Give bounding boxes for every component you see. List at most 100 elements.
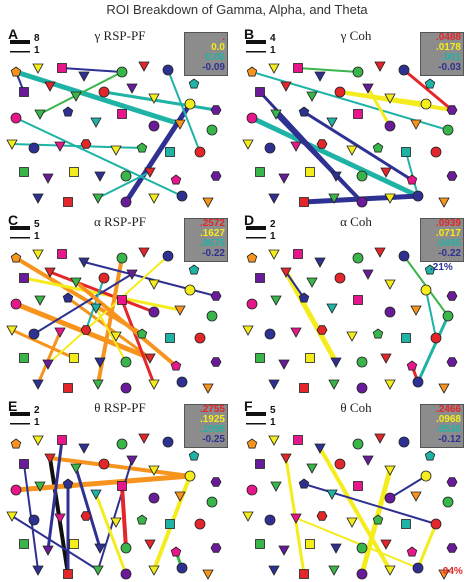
connection-edge	[36, 331, 62, 385]
node-hexagon	[446, 543, 458, 553]
connection-edge	[39, 71, 123, 115]
connection-edge	[366, 87, 392, 127]
panel-letter: A	[8, 26, 19, 42]
node-circle	[120, 170, 132, 182]
node-circle	[398, 64, 410, 76]
node-triangle	[362, 455, 374, 466]
node-square	[299, 197, 309, 207]
connection-edge	[94, 493, 128, 575]
node-square	[255, 539, 265, 549]
node-triangle	[278, 359, 290, 370]
percent-annotation: .04%	[440, 566, 463, 577]
node-circle	[246, 298, 258, 310]
node-triangle	[290, 327, 302, 338]
scale-bar-thick	[246, 40, 266, 44]
node-triangle	[144, 539, 156, 550]
node-pentagon	[246, 66, 258, 77]
legend-value: 0.0	[211, 42, 225, 53]
node-circle	[28, 514, 40, 526]
node-square	[63, 383, 73, 393]
connection-edge	[15, 117, 183, 197]
node-square	[69, 539, 79, 549]
node-pentagon	[170, 174, 182, 185]
node-triangle	[384, 193, 396, 204]
scale-label-max: 8	[34, 33, 40, 44]
node-pentagon	[62, 106, 74, 117]
node-square	[19, 87, 29, 97]
scale-bar-thin	[10, 237, 30, 239]
node-circle	[194, 518, 206, 530]
connection-edge	[15, 69, 181, 127]
node-triangle	[346, 145, 358, 156]
scale-bar-thin	[246, 51, 266, 53]
panel-letter: E	[8, 398, 18, 414]
node-triangle	[126, 455, 138, 466]
connection-edge	[61, 67, 123, 73]
node-circle	[356, 170, 368, 182]
node-circle	[206, 310, 218, 322]
connection-edge	[46, 439, 64, 551]
scale-label-min: 1	[34, 45, 40, 56]
node-circle	[10, 484, 22, 496]
node-triangle	[242, 325, 254, 336]
node-triangle	[174, 305, 186, 316]
node-square	[255, 87, 265, 97]
node-triangle	[290, 141, 302, 152]
node-triangle	[268, 435, 280, 446]
node-pentagon	[372, 514, 384, 525]
connection-edge	[23, 276, 181, 312]
connection-edge	[103, 90, 217, 112]
node-triangle	[410, 305, 422, 316]
node-square	[63, 569, 73, 579]
node-square	[19, 167, 29, 177]
scale-label-max: 2	[270, 219, 276, 230]
node-triangle	[278, 173, 290, 184]
node-square	[401, 147, 411, 157]
node-circle	[442, 124, 454, 136]
node-pentagon	[406, 174, 418, 185]
node-triangle	[268, 249, 280, 260]
legend-value: -0.03	[438, 62, 461, 73]
node-triangle	[384, 279, 396, 290]
node-triangle	[32, 379, 44, 390]
node-circle	[384, 306, 396, 318]
node-triangle	[148, 93, 160, 104]
panel-letter: B	[244, 26, 255, 42]
node-triangle	[54, 141, 66, 152]
panel-title: θ Coh	[340, 400, 372, 415]
node-square	[293, 249, 303, 259]
connection-edge	[403, 68, 453, 112]
node-triangle	[290, 513, 302, 524]
scale-label-max: 2	[34, 405, 40, 416]
panel-title: γ Coh	[340, 28, 372, 43]
node-circle	[264, 142, 276, 154]
scale-label-min: 1	[270, 231, 276, 242]
node-hexagon	[210, 105, 222, 115]
node-triangle	[94, 357, 106, 368]
node-triangle	[374, 433, 386, 444]
legend-value: -0.22	[438, 248, 461, 259]
connection-edge	[120, 299, 156, 385]
legend-value: 0.00	[205, 52, 225, 63]
node-circle	[176, 376, 188, 388]
node-hexagon	[80, 139, 92, 149]
node-triangle	[34, 109, 46, 120]
node-triangle	[268, 379, 280, 390]
node-circle	[162, 436, 174, 448]
node-circle	[116, 252, 128, 264]
node-triangle	[6, 511, 18, 522]
node-circle	[334, 272, 346, 284]
network-graph	[6, 412, 222, 580]
legend-value: .0495	[435, 238, 461, 249]
node-square	[19, 273, 29, 283]
network-graph	[242, 226, 458, 394]
node-triangle	[410, 491, 422, 502]
node-triangle	[270, 109, 282, 120]
connection-edge	[425, 289, 437, 339]
node-square	[255, 459, 265, 469]
node-square	[255, 273, 265, 283]
node-triangle	[94, 543, 106, 554]
node-triangle	[110, 145, 122, 156]
